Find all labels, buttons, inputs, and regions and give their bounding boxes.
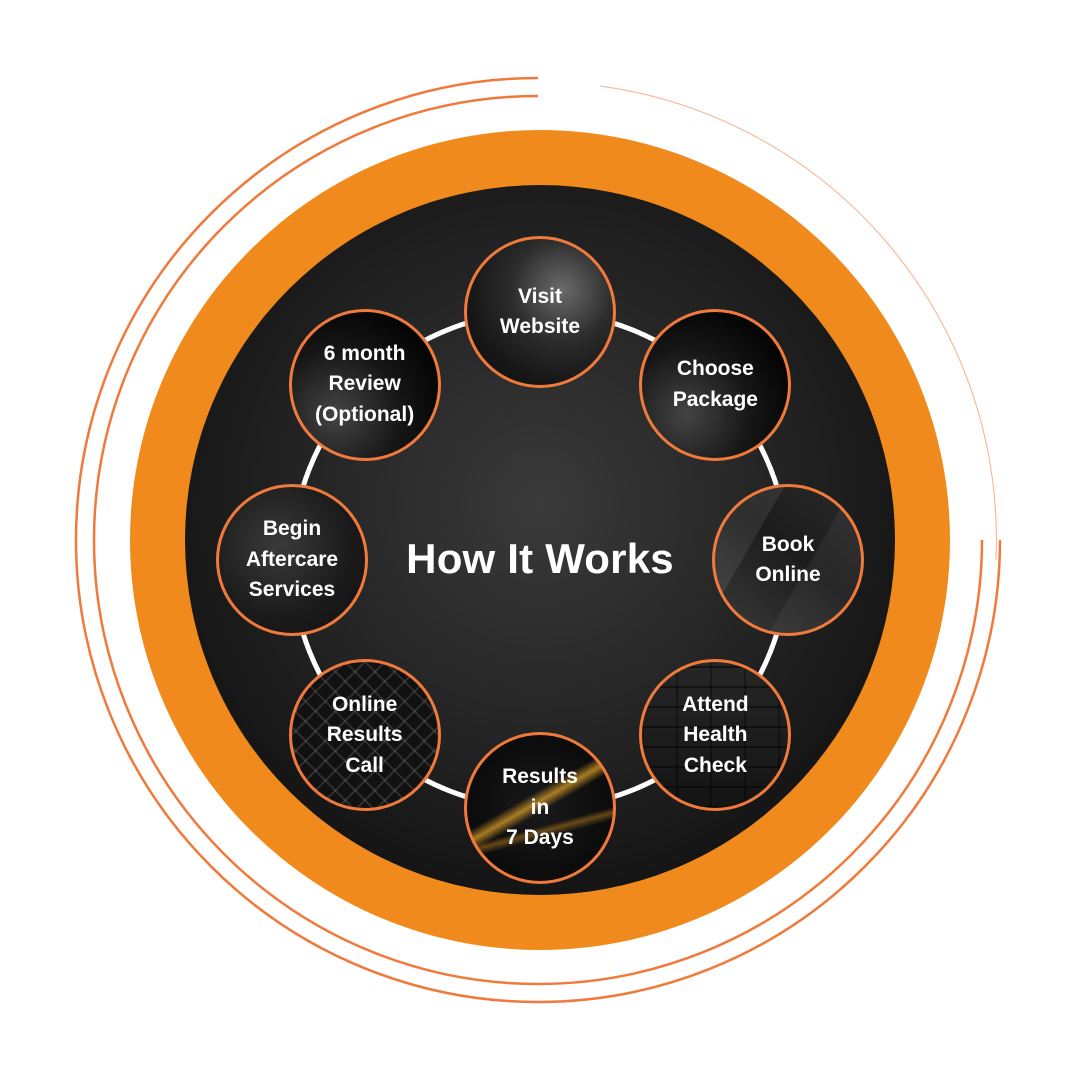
step-label: Begin Aftercare Services [245, 517, 339, 602]
step-3: Book Online [712, 484, 864, 636]
step-1: Visit Website [464, 236, 616, 388]
step-label: Online Results Call [326, 692, 403, 777]
outer-arc-2 [92, 94, 984, 986]
step-label: Attend Health Check [682, 692, 749, 777]
step-label: 6 month Review (Optional) [315, 341, 415, 426]
step-label: Visit Website [499, 284, 581, 338]
step-8: 6 month Review (Optional) [288, 308, 441, 461]
step-label: Results in 7 Days [502, 765, 578, 850]
diagram-title: How It Works [406, 535, 674, 582]
step-label: Book Online [755, 532, 821, 586]
step-7: Begin Aftercare Services [216, 484, 368, 636]
step-5: Results in 7 Days [464, 732, 616, 884]
step-6: Online Results Call [288, 659, 441, 812]
step-2: Choose Package [639, 308, 792, 461]
outer-arc-3 [599, 85, 997, 561]
step-4: Attend Health Check [639, 659, 792, 812]
step-label: Choose Package [672, 357, 758, 411]
outer-arc-1 [74, 76, 1002, 1004]
